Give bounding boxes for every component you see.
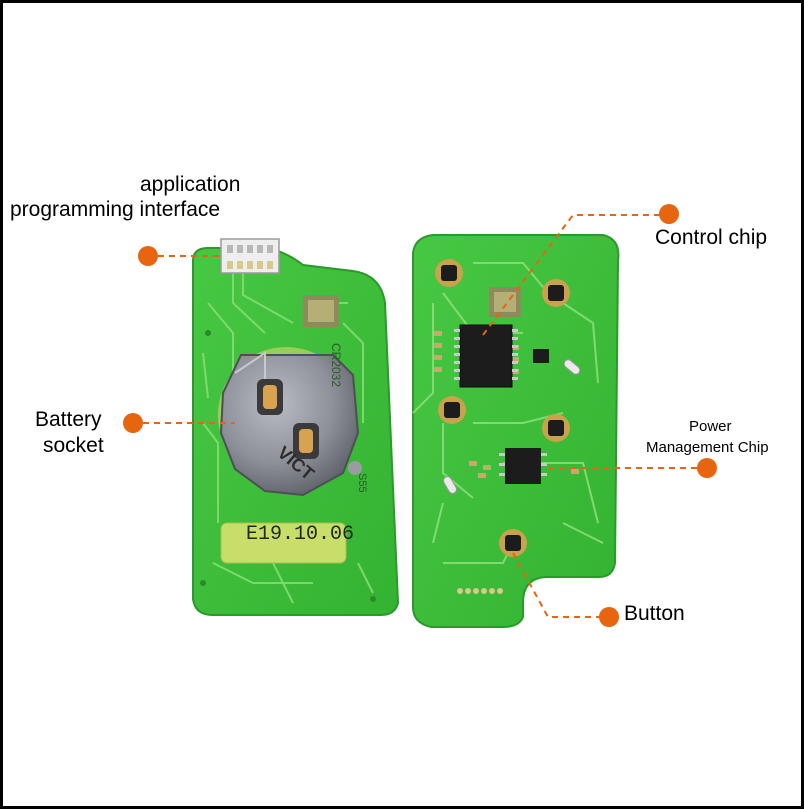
callout-lines xyxy=(143,214,699,618)
board-battery-type: CR2032 xyxy=(329,343,343,388)
board-date-code: E19.10.06 xyxy=(246,523,355,546)
battery-label-line2: socket xyxy=(43,434,104,457)
connector-icon xyxy=(220,238,280,274)
api-label-line1: application xyxy=(140,173,241,196)
callout-dot-battery xyxy=(123,413,143,433)
button-icon xyxy=(435,259,570,557)
callout-dot-power xyxy=(697,458,717,478)
api-label-line2: programming interface xyxy=(10,198,221,221)
battery-socket-icon xyxy=(218,347,362,497)
control-chip-label: Control chip xyxy=(655,226,768,249)
callout-dot-button xyxy=(599,607,619,627)
pcb-illustration xyxy=(143,214,699,628)
power-chip-icon xyxy=(499,448,547,484)
button-label: Button xyxy=(624,602,685,625)
battery-label-line1: Battery xyxy=(35,408,102,431)
callout-dot-api xyxy=(138,246,158,266)
right-pcb-board xyxy=(412,234,620,628)
callout-dot-control xyxy=(659,204,679,224)
power-label-line2: Management Chip xyxy=(646,439,769,456)
diagram-canvas: E19.10.06 CR2032 VICT S55 application pr… xyxy=(3,3,801,806)
control-chip-icon xyxy=(454,324,518,388)
board-side-code: S55 xyxy=(356,473,368,493)
power-label-line1: Power xyxy=(689,418,732,435)
